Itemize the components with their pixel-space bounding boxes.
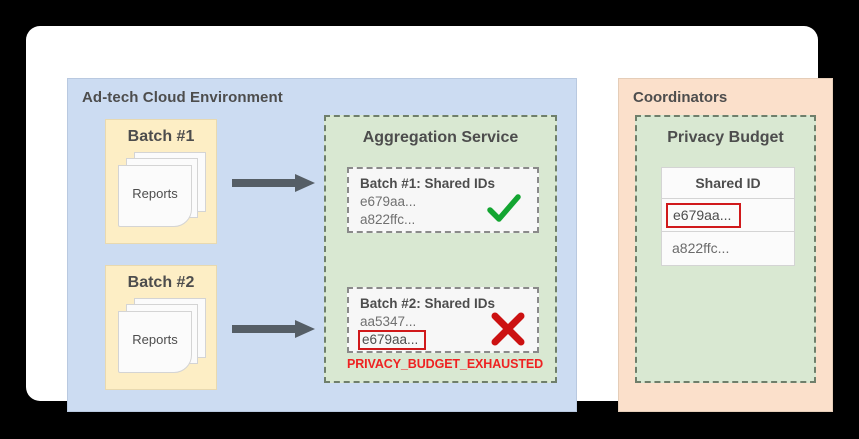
privacy-budget-table-header-shared-id: Shared ID bbox=[662, 168, 794, 199]
batch-box-2: Batch #2 Reports bbox=[105, 265, 217, 390]
reports-label-2: Reports bbox=[132, 332, 178, 347]
arrow-right-icon-1 bbox=[232, 174, 316, 192]
adtech-panel-title: Ad-tech Cloud Environment bbox=[82, 89, 283, 106]
cross-icon bbox=[491, 312, 525, 346]
coordinators-panel-title: Coordinators bbox=[633, 89, 728, 106]
arrow-right-icon-2 bbox=[232, 320, 316, 338]
privacy-budget-row-1-highlighted: e679aa... bbox=[666, 203, 742, 228]
privacy-budget-box: Privacy Budget Shared ID e679aa... a822f… bbox=[635, 115, 816, 383]
coordinators-panel: Coordinators Privacy Budget Shared ID e6… bbox=[618, 78, 833, 412]
batch-2-title: Batch #2 bbox=[127, 274, 195, 291]
batch-2-shared-ids-box: Batch #2: Shared IDs aa5347... e679aa... bbox=[347, 287, 539, 353]
batch-1-shared-id-1: e679aa... bbox=[360, 194, 417, 209]
privacy-budget-table: Shared ID e679aa... a822ffc... bbox=[661, 167, 795, 266]
aggregation-service-box: Aggregation Service Batch #1: Shared IDs… bbox=[324, 115, 557, 383]
batch-1-shared-id-2: a822ffc... bbox=[360, 212, 416, 227]
batch-box-1: Batch #1 Reports bbox=[105, 119, 217, 244]
batch-2-shared-ids-heading: Batch #2: Shared IDs bbox=[360, 296, 496, 311]
batch-2-shared-id-2-flagged: e679aa... bbox=[358, 330, 427, 350]
report-page-front-icon: Reports bbox=[118, 311, 192, 373]
privacy-budget-error-text: PRIVACY_BUDGET_EXHAUSTED bbox=[347, 357, 544, 371]
arrow-head bbox=[295, 320, 315, 338]
batch-1-title: Batch #1 bbox=[127, 128, 195, 145]
batch-2-shared-id-1: aa5347... bbox=[360, 314, 417, 329]
adtech-cloud-environment-panel: Ad-tech Cloud Environment Batch #1 Repor… bbox=[67, 78, 577, 412]
reports-label-1: Reports bbox=[132, 186, 178, 201]
table-row: e679aa... bbox=[662, 199, 794, 232]
aggregation-service-title: Aggregation Service bbox=[362, 129, 519, 146]
privacy-budget-title: Privacy Budget bbox=[667, 129, 784, 146]
table-row: a822ffc... bbox=[662, 232, 794, 265]
batch-1-shared-ids-box: Batch #1: Shared IDs e679aa... a822ffc..… bbox=[347, 167, 539, 233]
arrow-shaft bbox=[232, 325, 296, 333]
report-page-front-icon: Reports bbox=[118, 165, 192, 227]
batch-1-shared-ids-heading: Batch #1: Shared IDs bbox=[360, 176, 496, 191]
arrow-shaft bbox=[232, 179, 296, 187]
diagram-card: Ad-tech Cloud Environment Batch #1 Repor… bbox=[26, 26, 833, 412]
check-icon bbox=[487, 194, 521, 222]
arrow-head bbox=[295, 174, 315, 192]
reports-stack-1: Reports bbox=[118, 152, 206, 232]
reports-stack-2: Reports bbox=[118, 298, 206, 378]
